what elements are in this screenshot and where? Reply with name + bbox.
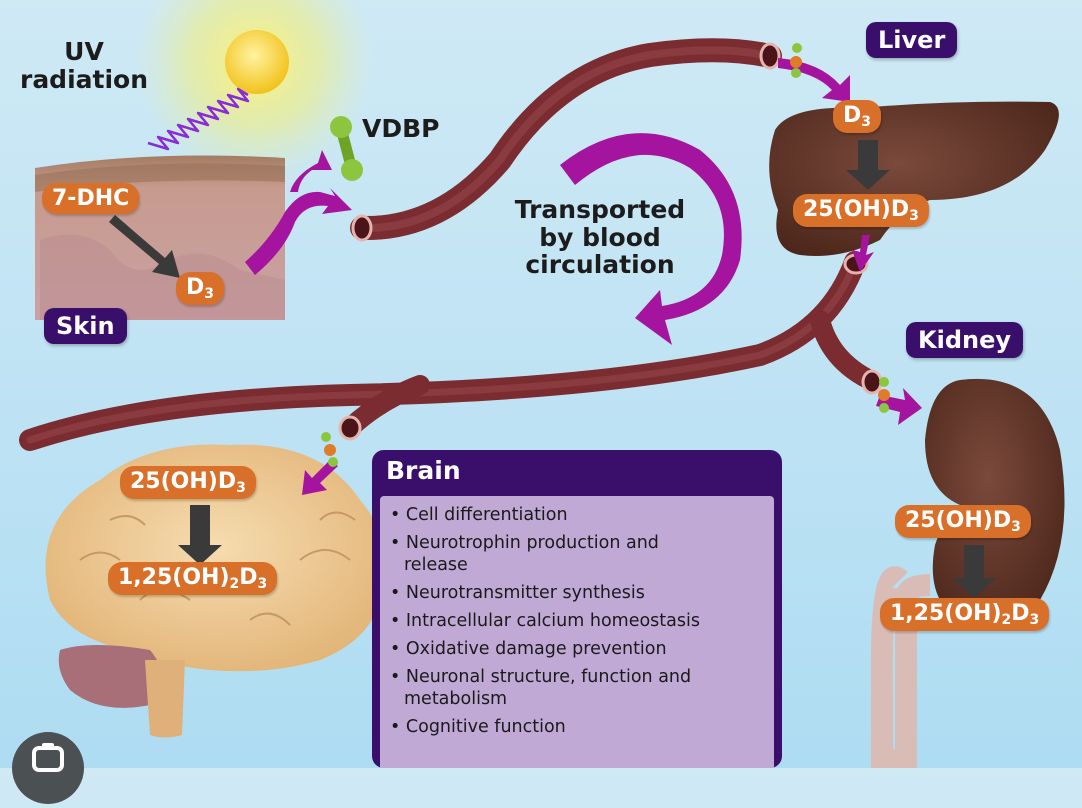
pill-text: 1,25(OH) — [118, 565, 230, 590]
vdbp-complex-icon — [790, 43, 802, 78]
pill-text: D — [239, 565, 258, 590]
pill-subscript: 3 — [861, 114, 872, 130]
vdbp-complex-icon — [878, 377, 890, 413]
list-item: Oxidative damage prevention — [390, 638, 764, 660]
kidney-tag: Kidney — [906, 322, 1024, 358]
list-item: Neurotrophin production and release — [390, 532, 674, 576]
liver-tag: Liver — [866, 22, 958, 58]
pill-subscript: 2 — [1001, 612, 1012, 628]
pill-subscript: 3 — [204, 286, 215, 302]
lens-search-button[interactable] — [12, 732, 84, 804]
precursor-7dhc-pill: 7-DHC — [42, 183, 140, 214]
pill-text: D — [843, 103, 862, 128]
skin-section-illustration — [35, 155, 285, 320]
sun-icon — [135, 0, 375, 182]
pill-subscript: 3 — [236, 480, 246, 496]
uv-radiation-label: UV radiation — [19, 37, 149, 94]
conversion-arrow-icon — [952, 545, 996, 598]
liver-d3-pill: D3 — [833, 100, 882, 133]
camera-lens-icon — [32, 743, 64, 772]
kidney-icon — [870, 378, 1065, 768]
pill-subscript: 3 — [1011, 519, 1021, 535]
magenta-arrow-icon — [302, 460, 338, 495]
brain-functions-list: Cell differentiation Neurotrophin produc… — [390, 504, 764, 738]
brain-icon — [45, 444, 385, 738]
skin-tag: Skin — [44, 308, 127, 344]
list-item: Intracellular calcium homeostasis — [390, 610, 764, 632]
pill-subscript: 3 — [1029, 612, 1040, 628]
pill-subscript: 2 — [229, 576, 240, 592]
conversion-arrow-icon — [178, 505, 222, 565]
list-item: Neuronal structure, function and metabol… — [390, 666, 704, 710]
pill-text: 25(OH)D — [130, 469, 237, 494]
liver-25ohd3-pill: 25(OH)D3 — [793, 194, 929, 227]
vdbp-molecule-icon — [330, 116, 363, 181]
conversion-arrow-icon — [846, 140, 890, 190]
kidney-calcitriol-pill: 1,25(OH)2D3 — [880, 598, 1050, 631]
pill-subscript: 3 — [909, 208, 919, 224]
pathway-illustration — [19, 0, 1065, 768]
brain-25ohd3-pill: 25(OH)D3 — [120, 466, 256, 499]
brain-functions-body: Cell differentiation Neurotrophin produc… — [380, 496, 774, 768]
pill-text: D — [186, 275, 205, 300]
magenta-arrow-icon — [290, 150, 332, 192]
pill-text: 25(OH)D — [803, 197, 910, 222]
magenta-arrow-icon — [245, 188, 352, 275]
conversion-arrow-icon — [109, 215, 180, 278]
vdbp-label: VDBP — [362, 114, 440, 143]
list-item: Cognitive function — [390, 716, 764, 738]
skin-d3-pill: D3 — [176, 272, 225, 305]
magenta-arrow-icon — [778, 58, 850, 102]
transport-label: Transported by blood circulation — [514, 195, 686, 279]
vdbp-complex-icon — [321, 432, 338, 467]
pill-text: 25(OH)D — [905, 508, 1012, 533]
liver-icon — [769, 101, 1059, 256]
pill-text: 1,25(OH) — [890, 601, 1002, 626]
pill-subscript: 3 — [257, 576, 268, 592]
list-item: Neurotransmitter synthesis — [390, 582, 764, 604]
blood-vessel — [19, 38, 883, 451]
brain-box-title: Brain — [386, 456, 461, 485]
kidney-25ohd3-pill: 25(OH)D3 — [895, 505, 1031, 538]
brain-calcitriol-pill: 1,25(OH)2D3 — [108, 562, 278, 595]
brain-functions-box: Brain Cell differentiation Neurotrophin … — [372, 450, 782, 768]
magenta-arrow-icon — [852, 235, 874, 272]
list-item: Cell differentiation — [390, 504, 764, 526]
circulation-arrow-icon — [560, 133, 742, 345]
pill-text: D — [1011, 601, 1030, 626]
uv-wave-icon — [147, 87, 250, 151]
